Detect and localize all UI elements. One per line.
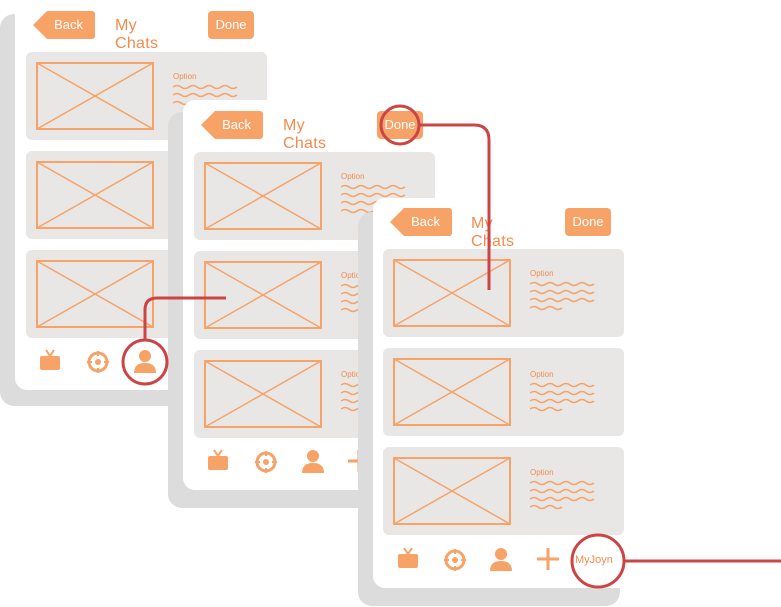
image-placeholder-icon: [393, 259, 511, 327]
back-button[interactable]: Back: [390, 208, 452, 236]
chat-card[interactable]: Option: [383, 348, 624, 436]
tab-myjoyn[interactable]: MyJoyn: [575, 554, 613, 566]
person-icon[interactable]: [133, 348, 157, 374]
tv-icon[interactable]: [206, 448, 230, 472]
option-label: Option: [341, 370, 365, 379]
plus-icon[interactable]: [536, 547, 560, 571]
image-placeholder-icon: [36, 260, 154, 328]
option-label: Option: [341, 172, 365, 181]
back-button[interactable]: Back: [201, 111, 263, 139]
highlight-circle: [121, 338, 169, 386]
image-placeholder-icon: [36, 62, 154, 130]
text-lines-icon: [530, 480, 595, 510]
option-label: Option: [341, 271, 365, 280]
text-lines-icon: [530, 382, 595, 412]
page-title: My Chats: [283, 117, 327, 152]
highlight-circle: [379, 104, 421, 146]
chat-card[interactable]: Option: [383, 249, 624, 337]
option-label: Option: [173, 72, 197, 81]
target-icon[interactable]: [86, 350, 110, 374]
tv-icon[interactable]: [38, 348, 62, 372]
highlight-circle: [570, 533, 626, 589]
page-title: My Chats: [471, 215, 515, 250]
text-lines-icon: [530, 281, 595, 311]
done-button[interactable]: Done: [565, 208, 611, 236]
page-title: My Chats: [115, 17, 159, 52]
person-icon[interactable]: [489, 546, 513, 572]
option-label: Option: [530, 370, 554, 379]
chat-card[interactable]: Option: [383, 447, 624, 535]
done-button[interactable]: Done: [208, 11, 254, 39]
target-icon[interactable]: [443, 548, 467, 572]
person-icon[interactable]: [301, 448, 325, 474]
back-button[interactable]: Back: [33, 11, 95, 39]
image-placeholder-icon: [36, 161, 154, 229]
flow-connector: [419, 123, 491, 290]
flow-connector: [143, 296, 226, 340]
tab-bar: MyJoyn: [378, 542, 628, 578]
target-icon[interactable]: [254, 450, 278, 474]
option-label: Option: [530, 468, 554, 477]
tv-icon[interactable]: [396, 546, 420, 570]
image-placeholder-icon: [204, 261, 322, 329]
text-lines-icon: [341, 184, 406, 214]
image-placeholder-icon: [204, 162, 322, 230]
option-label: Option: [530, 269, 554, 278]
image-placeholder-icon: [204, 360, 322, 428]
image-placeholder-icon: [393, 457, 511, 525]
tab-bar: [20, 344, 270, 380]
image-placeholder-icon: [393, 358, 511, 426]
